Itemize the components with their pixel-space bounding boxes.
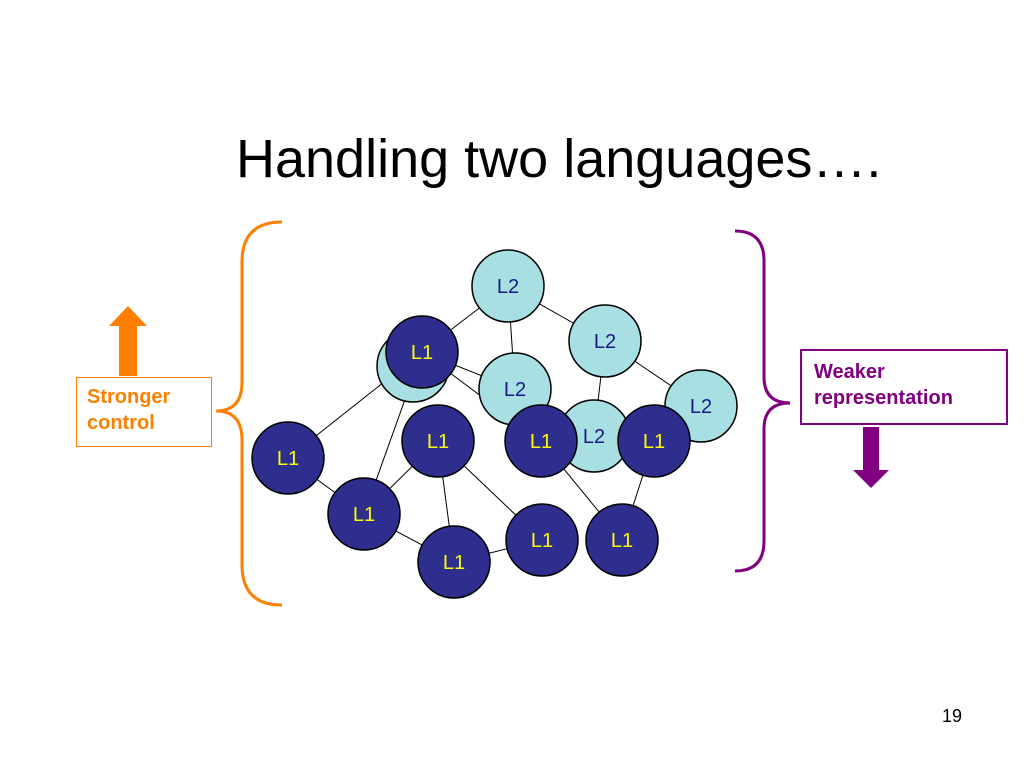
node-label: L2 (583, 426, 605, 448)
node-label: L1 (531, 530, 553, 552)
weaker-label: Weaker (814, 361, 885, 383)
node-circle (327, 477, 401, 551)
node-label: L1 (411, 342, 433, 364)
node-label: L2 (594, 331, 616, 353)
right-brace (734, 229, 791, 573)
node-l2: L2 (568, 304, 642, 378)
node-circle (504, 404, 578, 478)
page-number: 19 (941, 706, 962, 726)
left-brace (215, 220, 283, 607)
control-label: control (87, 412, 155, 434)
node-circle (471, 249, 545, 323)
node-l1: L1 (505, 503, 579, 577)
node-l1: L1 (617, 404, 691, 478)
node-circle (568, 304, 642, 378)
node-l1: L1 (504, 404, 578, 478)
node-label: L1 (643, 431, 665, 453)
node-circle (417, 525, 491, 599)
stronger-control-callout: Stronger control (76, 377, 212, 447)
node-circle (385, 315, 459, 389)
node-l2: L2 (471, 249, 545, 323)
node-label: L1 (277, 448, 299, 470)
node-label: L2 (690, 396, 712, 418)
node-label: L2 (497, 276, 519, 298)
node-circle (585, 503, 659, 577)
weaker-representation-callout: Weaker representation (800, 349, 1008, 425)
node-label: L1 (427, 431, 449, 453)
node-l1: L1 (401, 404, 475, 478)
node-l1: L1 (385, 315, 459, 389)
node-circle (505, 503, 579, 577)
node-l1: L1 (417, 525, 491, 599)
node-circle (401, 404, 475, 478)
representation-label: representation (814, 387, 953, 409)
node-circle (251, 421, 325, 495)
node-l1: L1 (327, 477, 401, 551)
node-label: L1 (530, 431, 552, 453)
node-l1: L1 (251, 421, 325, 495)
node-l2: L2 (557, 399, 631, 473)
stronger-label: Stronger (87, 386, 171, 408)
node-label: L1 (443, 552, 465, 574)
node-label: L1 (353, 504, 375, 526)
node-circle (617, 404, 691, 478)
node-l1: L1 (585, 503, 659, 577)
up-arrow (109, 306, 147, 376)
node-label: L2 (504, 379, 526, 401)
slide-title: Handling two languages…. (236, 129, 882, 189)
down-arrow (853, 427, 889, 488)
node-label: L1 (611, 530, 633, 552)
